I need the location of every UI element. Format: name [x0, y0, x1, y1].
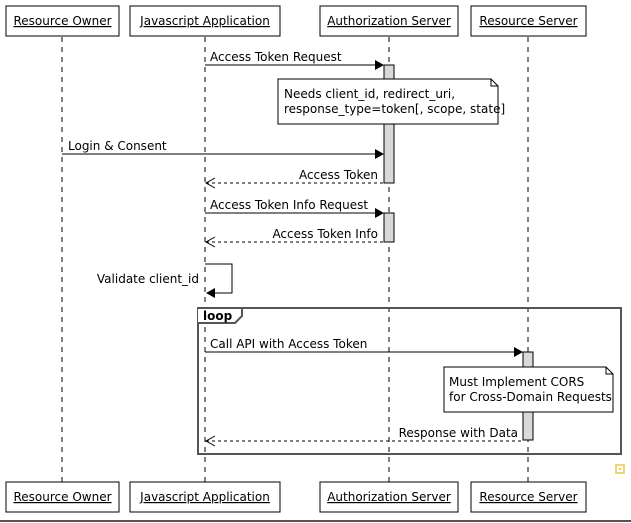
label-access-token: Access Token	[299, 168, 378, 182]
participant-box-resource-owner-bottom	[5, 481, 120, 513]
arrowhead-login-consent	[375, 149, 384, 159]
participant-label-resource-server-bottom: Resource Server	[479, 490, 577, 504]
participant-label-javascript-application-bottom: Javascript Application	[139, 490, 270, 504]
message-validate-client-id	[205, 263, 233, 294]
label-login-consent: Login & Consent	[68, 139, 167, 153]
participant-box-authorization-server	[319, 5, 459, 37]
arrowhead-validate-client-id	[206, 288, 215, 298]
corner-marker-dot	[619, 468, 621, 470]
label-call-api: Call API with Access Token	[210, 337, 367, 351]
label-access-token-info-request: Access Token Info Request	[210, 198, 368, 212]
label-access-token-request: Access Token Request	[210, 50, 342, 64]
participant-label-javascript-application: Javascript Application	[139, 14, 270, 28]
participant-label-authorization-server-bottom: Authorization Server	[327, 490, 451, 504]
arrowhead-access-token-info	[204, 236, 216, 248]
loop-label: loop	[203, 309, 233, 323]
loop-tab	[198, 307, 243, 324]
participant-box-resource-server	[470, 5, 587, 37]
participant-box-javascript-application-bottom	[129, 481, 281, 513]
arrowhead-access-token-info-request	[375, 208, 384, 218]
activation-auth-2	[383, 212, 395, 243]
participant-label-resource-owner: Resource Owner	[13, 14, 111, 28]
note-line-cors: Must Implement CORS	[449, 375, 584, 389]
arrowhead-access-token-request	[375, 60, 384, 70]
participant-label-authorization-server: Authorization Server	[327, 14, 451, 28]
note-line-response-type: response_type=token[, scope, state]	[284, 102, 505, 116]
participant-label-resource-server: Resource Server	[479, 14, 577, 28]
note-fold-client-requirements	[490, 79, 498, 87]
label-access-token-info: Access Token Info	[272, 227, 378, 241]
participant-box-javascript-application	[129, 5, 281, 37]
note-fold-cors	[605, 367, 613, 375]
label-response-with-data: Response with Data	[399, 426, 518, 440]
arrowhead-call-api	[514, 347, 523, 357]
participant-box-resource-server-bottom	[470, 481, 587, 513]
participant-box-resource-owner	[5, 5, 120, 37]
note-box-client-requirements	[277, 78, 499, 125]
arrowhead-response-with-data	[204, 435, 216, 447]
note-line-cross-domain: for Cross-Domain Requests	[449, 390, 612, 404]
label-validate-client-id: Validate client_id	[97, 272, 199, 286]
note-line-client-id: Needs client_id, redirect_uri,	[284, 87, 455, 101]
participant-label-resource-owner-bottom: Resource Owner	[13, 490, 111, 504]
note-box-cors	[443, 366, 614, 413]
arrowhead-access-token	[204, 177, 216, 189]
loop-frame	[197, 307, 622, 455]
participant-box-authorization-server-bottom	[319, 481, 459, 513]
